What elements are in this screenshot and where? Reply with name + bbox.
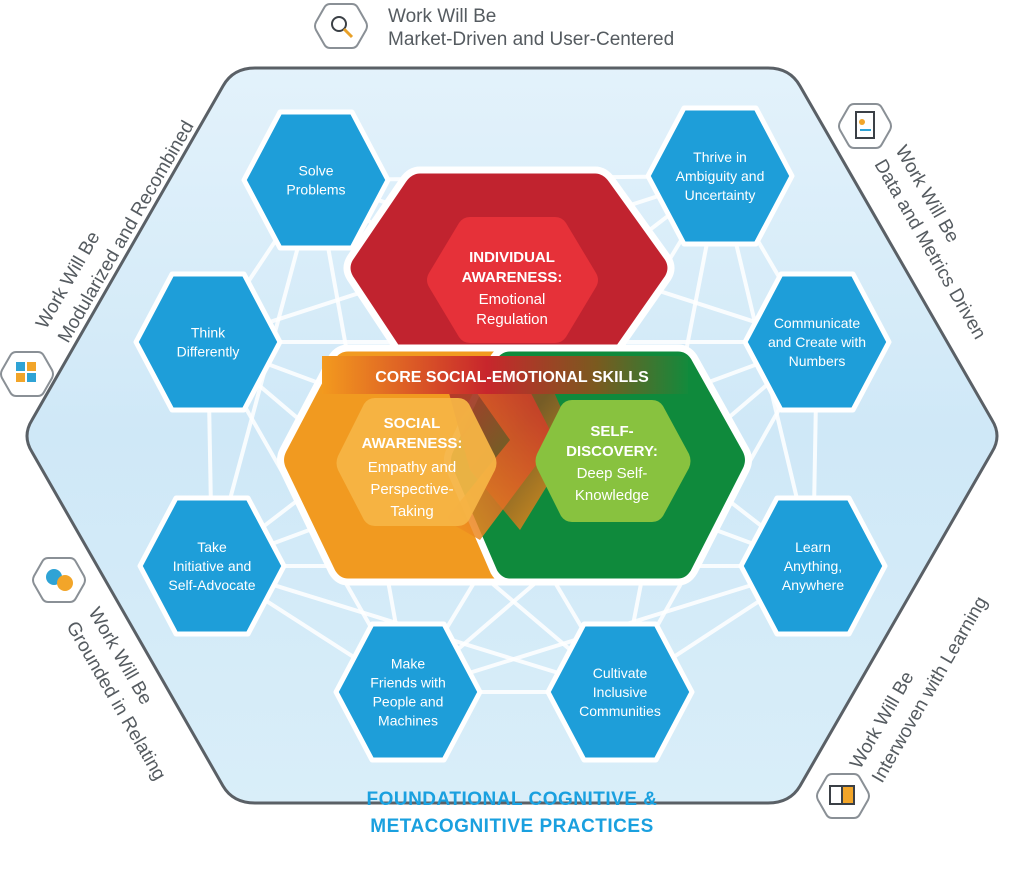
practice-hexagon [645, 105, 795, 247]
practice-label-line: Friends with [370, 675, 445, 691]
practice-label-line: Ambiguity and [676, 168, 765, 184]
practice-label-line: Thrive in [693, 149, 747, 165]
practice-label-line: Solve [298, 163, 333, 179]
footer-line-1: FOUNDATIONAL COGNITIVE & [366, 789, 657, 810]
core-title: CORE SOCIAL-EMOTIONAL SKILLS [375, 369, 649, 386]
core-title-band [322, 356, 688, 394]
social-body-line-2: Perspective- [370, 481, 453, 498]
practice-hexagon [241, 109, 391, 251]
practice-label-line: Initiative and [173, 558, 252, 574]
practice-hexagon [137, 495, 287, 637]
practice-label-line: Take [197, 539, 227, 555]
practice-label-line: Communicate [774, 315, 861, 331]
social-heading-line-1: SOCIAL [384, 415, 441, 432]
footer-line-2: METACOGNITIVE PRACTICES [370, 816, 654, 837]
top-label-line-1: Work Will Be [388, 6, 496, 27]
practice-hexagon [742, 271, 892, 413]
self-heading-line-1: SELF- [590, 423, 633, 440]
top-label-group: Work Will Be Market-Driven and User-Cent… [314, 3, 674, 50]
clipboard-dot-icon [859, 119, 865, 125]
practice-label-line: Think [191, 325, 226, 341]
market-research-icon [314, 3, 368, 49]
self-body-line-1: Deep Self- [577, 465, 648, 482]
core-skills-group: CORE SOCIAL-EMOTIONAL SKILLS INDIVIDUAL … [277, 166, 752, 586]
social-awareness-inner-hexagon [336, 398, 497, 526]
practice-label-line: People and [373, 694, 444, 710]
self-heading-line-2: DISCOVERY: [566, 443, 658, 460]
practice-label-line: Anything, [784, 558, 842, 574]
magnifier-handle-icon [342, 27, 354, 39]
practice-hexagon [738, 495, 888, 637]
practice-label-line: Cultivate [593, 665, 648, 681]
puzzle-piece-blue2-icon [27, 373, 36, 382]
clipboard-outline-icon [855, 111, 875, 139]
practice-label-line: Learn [795, 539, 831, 555]
individual-heading-line-1: INDIVIDUAL [469, 249, 555, 266]
social-body-line-1: Empathy and [368, 459, 456, 476]
individual-body-line-1: Emotional [479, 291, 546, 308]
practice-hexagon [545, 621, 695, 763]
magnifier-lens-icon [331, 16, 347, 32]
practice-hexagon [133, 271, 283, 413]
self-body-line-2: Knowledge [575, 487, 649, 504]
puzzle-piece-blue-icon [16, 362, 25, 371]
social-body-line-3: Taking [390, 503, 433, 520]
practice-label-line: Uncertainty [685, 187, 756, 203]
puzzle-piece-orange-icon [27, 362, 36, 371]
clipboard-data-icon [838, 103, 892, 149]
top-label-line-2: Market-Driven and User-Centered [388, 29, 674, 50]
social-heading-line-2: AWARENESS: [362, 435, 463, 452]
practice-label-line: Machines [378, 713, 438, 729]
practice-label-line: Inclusive [593, 684, 648, 700]
practice-label-line: Problems [286, 182, 345, 198]
chat-bubble-orange-icon [57, 575, 73, 591]
practice-label-line: Numbers [789, 353, 846, 369]
book-right-page-icon [841, 785, 855, 805]
puzzle-piece-orange2-icon [16, 373, 25, 382]
practice-label-line: Make [391, 656, 425, 672]
practice-label-line: Differently [177, 344, 240, 360]
individual-heading-line-2: AWARENESS: [462, 269, 563, 286]
practice-label-line: Anywhere [782, 577, 844, 593]
practice-label-line: and Create with [768, 334, 866, 350]
individual-awareness-inner-hexagon [427, 217, 598, 343]
practice-label-line: Self-Advocate [168, 577, 255, 593]
practice-hexagon [333, 621, 483, 763]
individual-body-line-2: Regulation [476, 311, 548, 328]
self-discovery-inner-hexagon [535, 400, 691, 522]
practice-label-line: Communities [579, 703, 661, 719]
